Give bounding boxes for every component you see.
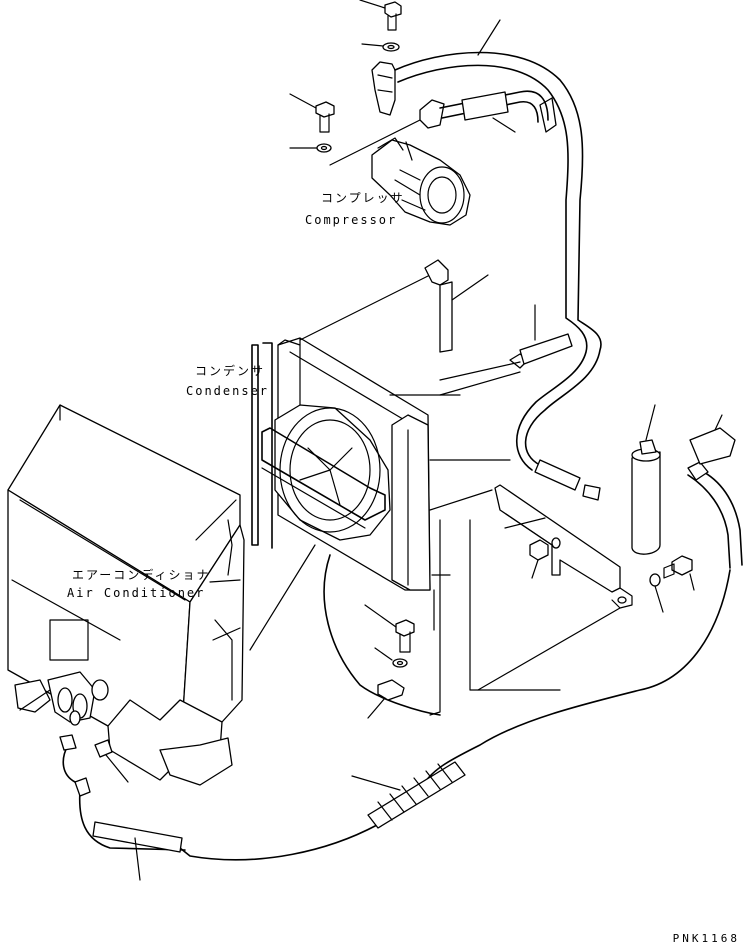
receiver-drier-unit <box>469 404 736 691</box>
compressor-unit <box>289 119 471 226</box>
refrigerant-hoses <box>59 19 743 881</box>
condenser-label-en: Condenser <box>186 384 270 398</box>
fasteners-top <box>289 0 445 153</box>
air-conditioner-label-jp: エアーコンディショナ <box>72 568 211 582</box>
compressor-label-jp: コンプレッサ <box>321 191 405 205</box>
compressor-label-en: Compressor <box>305 213 398 227</box>
air-conditioner-unit <box>7 404 245 786</box>
air-conditioner-label-en: Air Conditioner <box>67 586 206 600</box>
drawing-code: PNK1168 <box>672 932 740 945</box>
condenser-label-jp: コンデンサ <box>195 364 266 378</box>
fasteners-lower <box>364 519 451 719</box>
condenser-unit <box>249 269 511 651</box>
